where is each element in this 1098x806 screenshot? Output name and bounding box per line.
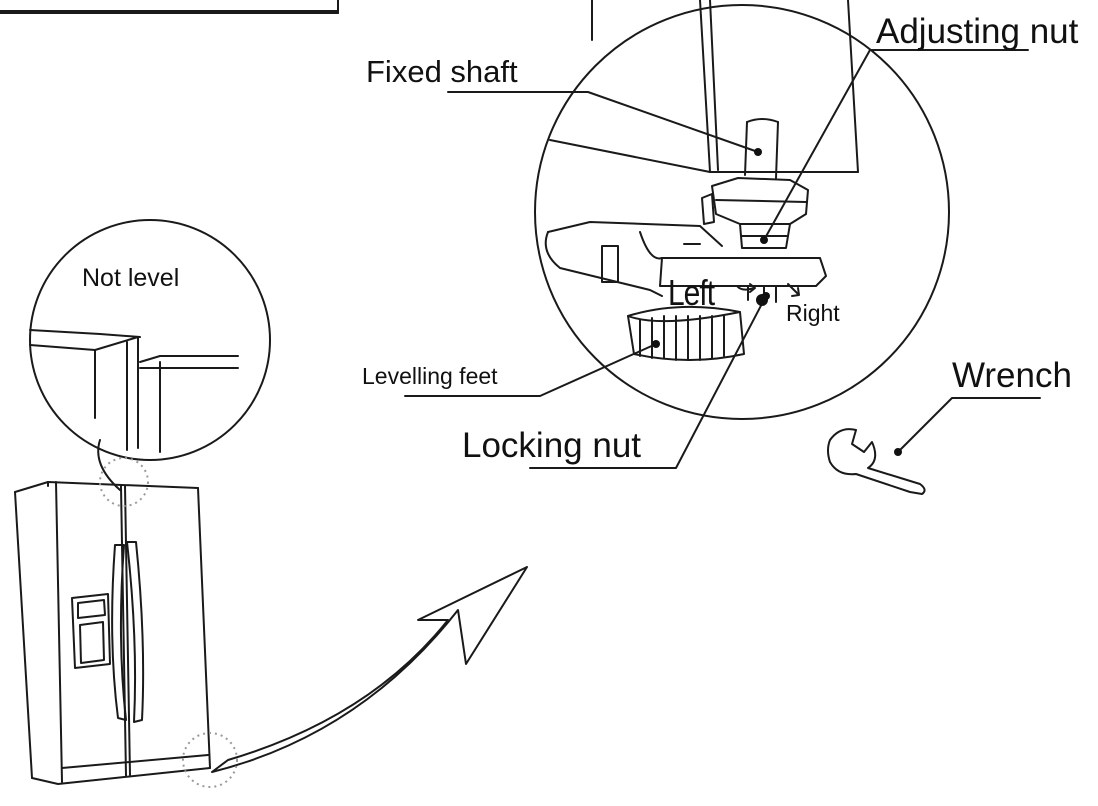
title-box-fragment <box>0 0 339 14</box>
wrench-drawing <box>827 428 926 495</box>
label-right: Right <box>786 300 840 326</box>
label-levelling-feet: Levelling feet <box>362 363 498 389</box>
not-level-leader <box>97 439 121 491</box>
not-level-magnifier <box>29 219 271 461</box>
label-adjusting-nut: Adjusting nut <box>876 12 1079 51</box>
label-not-level: Not level <box>82 264 180 292</box>
leader-lines <box>404 49 1041 469</box>
label-wrench: Wrench <box>952 356 1072 395</box>
label-left: Left <box>668 273 715 314</box>
focus-circle-foot <box>182 732 238 788</box>
leader-dots <box>652 148 902 456</box>
focus-circle-top <box>99 457 149 507</box>
focus-circles <box>99 457 238 788</box>
detail-magnifier <box>534 0 950 420</box>
label-locking-nut: Locking nut <box>462 426 642 465</box>
refrigerator <box>14 481 211 785</box>
label-fixed-shaft: Fixed shaft <box>366 54 518 89</box>
direction-arrow <box>211 566 528 773</box>
